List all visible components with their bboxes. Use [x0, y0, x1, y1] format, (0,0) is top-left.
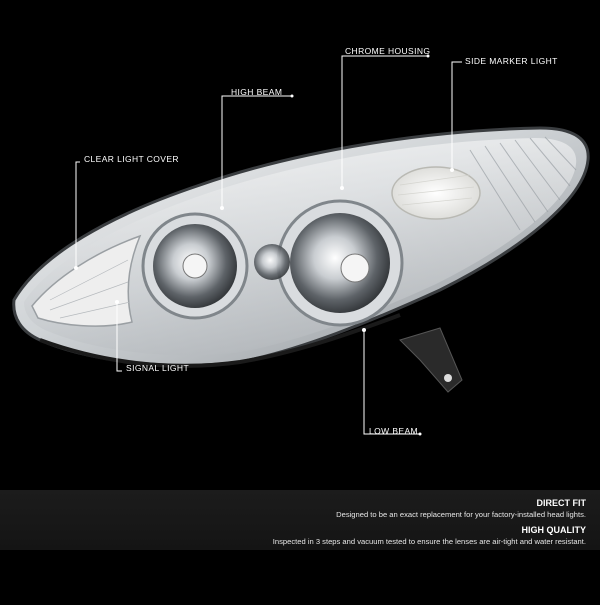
callout-signal-light: SIGNAL LIGHT — [126, 363, 190, 373]
feature-title-high-quality: HIGH QUALITY — [521, 525, 587, 535]
mounting-bracket — [399, 327, 463, 393]
callout-low-beam: LOW BEAM — [369, 426, 419, 436]
feature-desc-direct-fit: Designed to be an exact replacement for … — [336, 510, 586, 519]
callout-dots — [74, 54, 454, 436]
signal-light-lens — [31, 234, 142, 327]
feature-desc-high-quality: Inspected in 3 steps and vacuum tested t… — [272, 537, 586, 546]
callout-side-marker-light: SIDE MARKER LIGHT — [465, 56, 558, 66]
feature-band — [0, 490, 600, 550]
side-marker-lens — [391, 166, 481, 220]
chrome-fins — [469, 136, 577, 231]
low-beam-reflector — [290, 213, 390, 313]
callout-clear-light-cover: CLEAR LIGHT COVER — [84, 154, 179, 164]
feature-title-direct-fit: DIRECT FIT — [536, 498, 587, 508]
callout-lines — [75, 55, 462, 435]
callout-chrome-housing: CHROME HOUSING — [345, 46, 431, 56]
callout-high-beam: HIGH BEAM — [231, 87, 283, 97]
